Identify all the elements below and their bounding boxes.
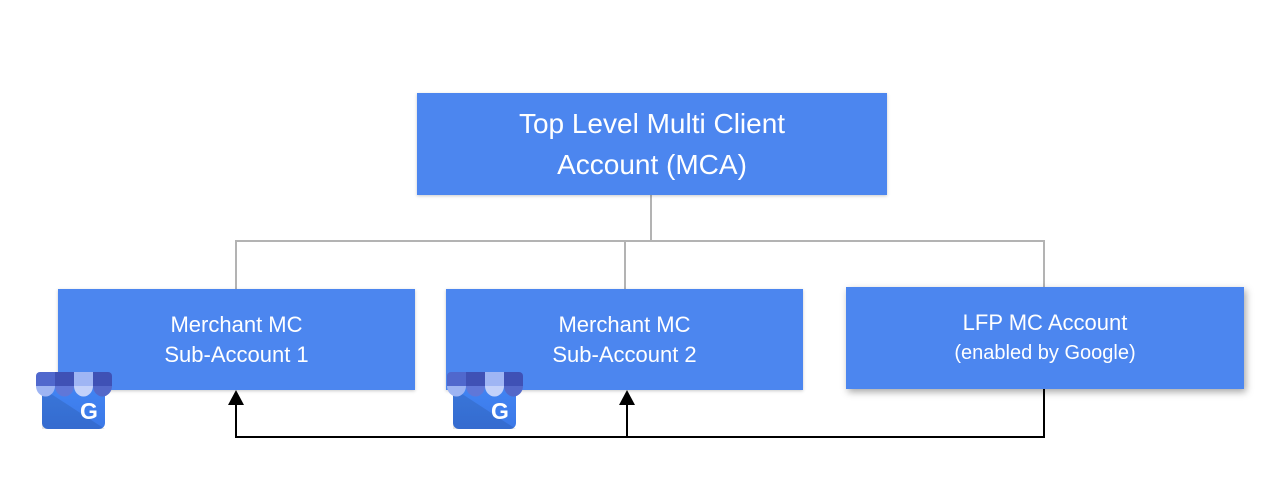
node-sub2-line2: Sub-Account 2 xyxy=(552,341,697,367)
connector-drop-sub1 xyxy=(235,240,237,289)
node-lfp-line2: (enabled by Google) xyxy=(954,342,1136,364)
google-g-letter: G xyxy=(80,398,98,424)
node-top-level-mca-line1: Top Level Multi Client xyxy=(518,108,786,139)
connector-drop-lfp xyxy=(1043,240,1045,287)
awning-icon xyxy=(447,372,523,397)
arrow-bottom-line xyxy=(235,436,1045,438)
node-merchant-sub-account-1: Merchant MC Sub-Account 1 xyxy=(58,289,415,390)
connector-horizontal-bar xyxy=(235,240,1045,242)
arrow-stem-sub1 xyxy=(235,404,237,438)
arrowhead-sub1 xyxy=(228,390,244,405)
node-lfp-mc-account: LFP MC Account (enabled by Google) xyxy=(846,287,1244,389)
node-lfp-line1: LFP MC Account xyxy=(962,310,1128,335)
google-business-profile-icon: G xyxy=(447,372,523,429)
arrowhead-sub2 xyxy=(619,390,635,405)
arrow-lfp-downline xyxy=(1043,389,1045,438)
connector-root-stem xyxy=(650,195,652,241)
node-sub1-line2: Sub-Account 1 xyxy=(164,341,309,367)
connector-drop-sub2 xyxy=(624,240,626,289)
node-top-level-mca-line2: Account (MCA) xyxy=(557,149,747,180)
node-sub1-line1: Merchant MC xyxy=(170,311,303,337)
awning-icon xyxy=(36,372,112,397)
google-g-letter: G xyxy=(491,398,509,424)
node-top-level-mca: Top Level Multi Client Account (MCA) xyxy=(417,93,887,195)
google-business-profile-icon: G xyxy=(36,372,112,429)
node-sub2-line1: Merchant MC xyxy=(558,311,691,337)
arrow-stem-sub2 xyxy=(626,404,628,438)
